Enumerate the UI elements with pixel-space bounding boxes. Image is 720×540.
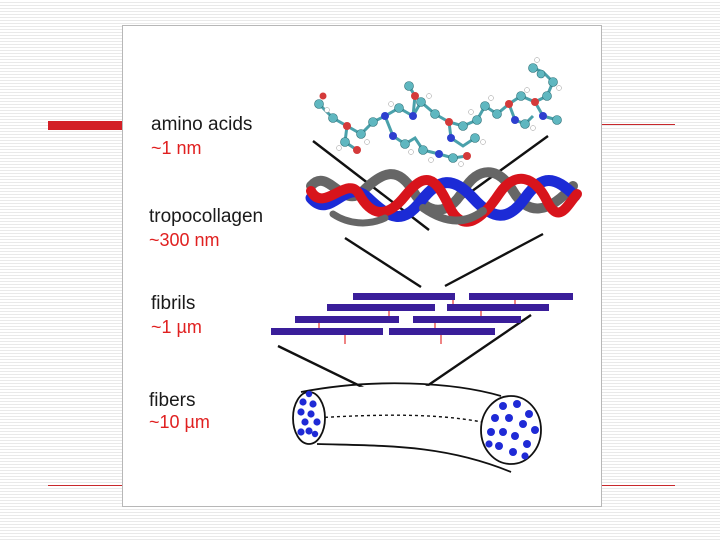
level-amino-acids-size: ~1 nm xyxy=(151,138,202,158)
level-tropocollagen-name: tropocollagen xyxy=(149,206,263,227)
triple-helix-icon xyxy=(311,172,577,223)
level-fibrils-name: fibrils xyxy=(151,293,195,314)
footer-rule-left xyxy=(48,485,124,486)
level-fibrils-size: ~1 µm xyxy=(151,317,202,337)
level-fibers-name: fibers xyxy=(149,390,195,411)
molecule-ball-and-stick-icon xyxy=(315,58,562,167)
level-amino-acids-name: amino acids xyxy=(151,114,252,135)
footer-rule-right xyxy=(600,485,675,486)
fiber-bundle-tube-icon xyxy=(293,383,541,476)
level-tropocollagen-size: ~300 nm xyxy=(149,230,220,250)
level-fibers-size: ~10 µm xyxy=(149,412,210,432)
collagen-hierarchy-figure: amino acids ~1 nm tropocollagen ~300 nm … xyxy=(122,25,602,507)
hierarchy-diagram: amino acids ~1 nm tropocollagen ~300 nm … xyxy=(123,26,603,508)
title-accent-line-right xyxy=(600,124,675,125)
